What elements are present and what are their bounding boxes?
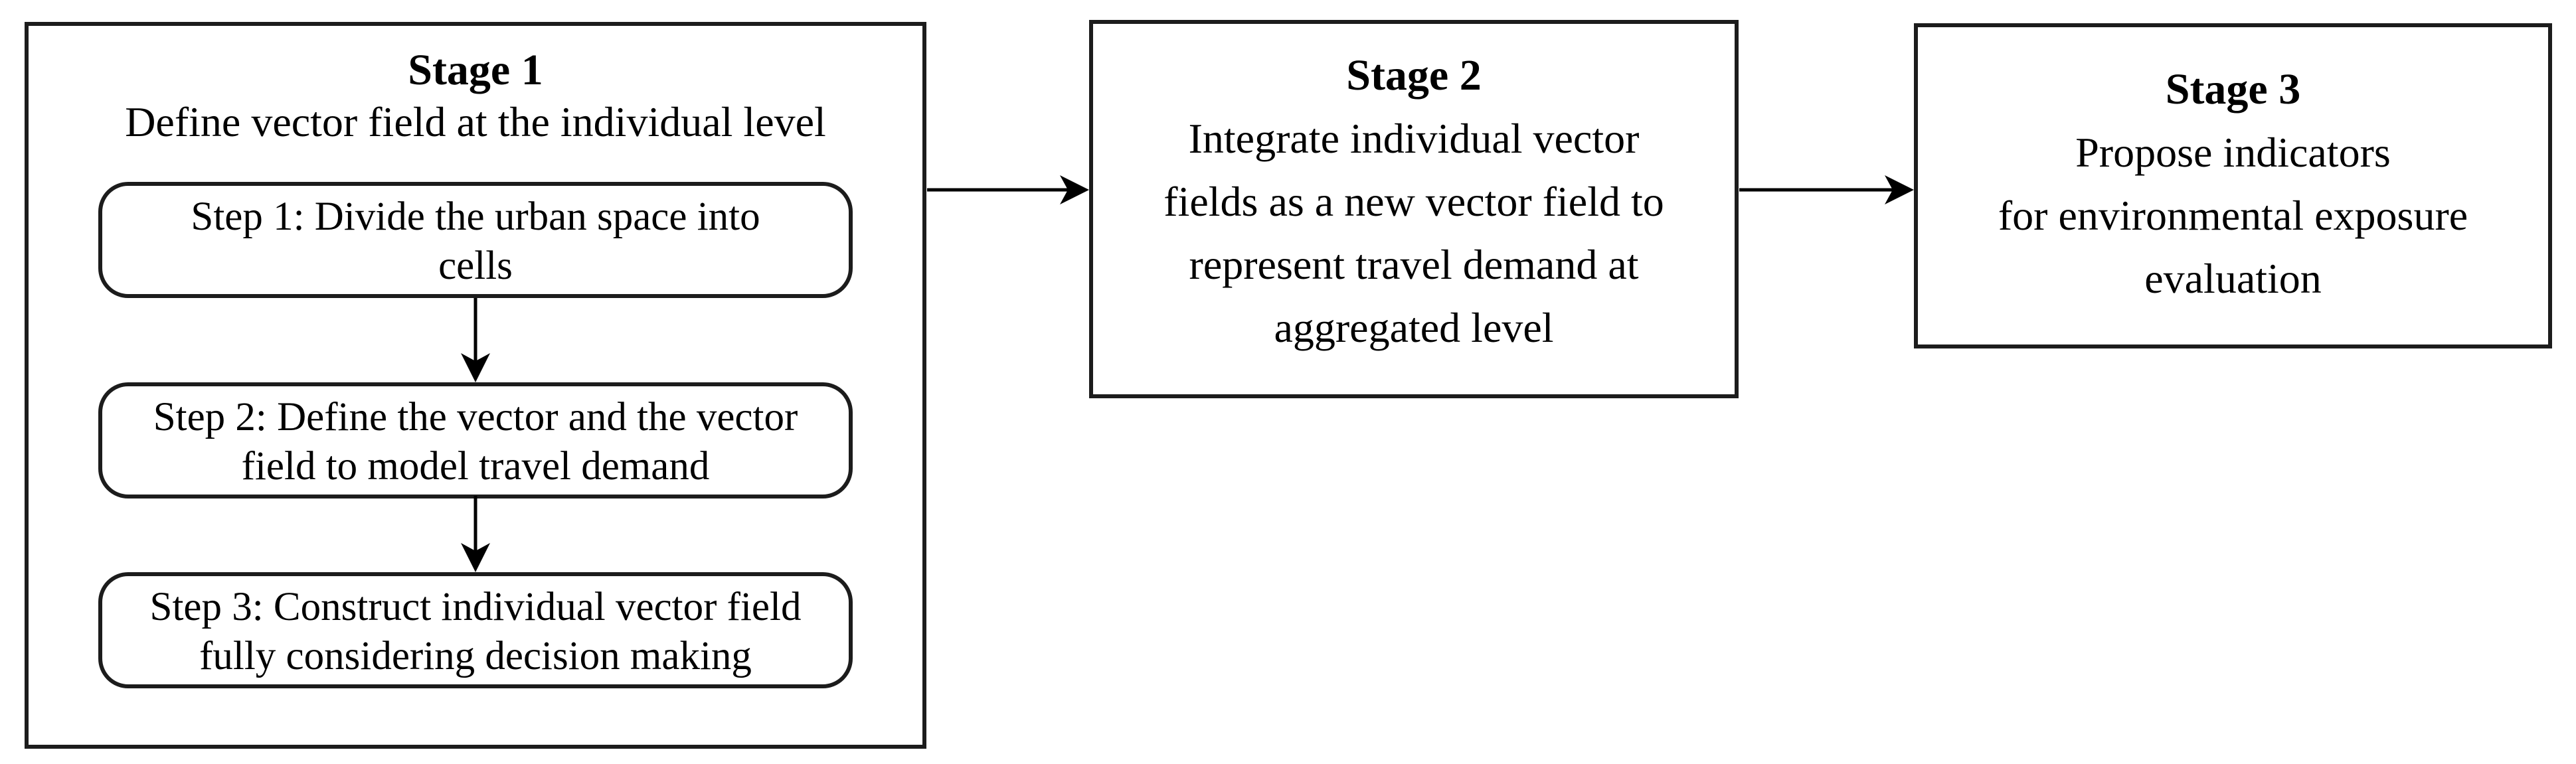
stage2-text-line4: aggregated level [1274,304,1554,351]
stage3-box: Stage 3 Propose indicators for environme… [1914,23,2552,348]
step2-box: Step 2: Define the vector and the vector… [98,382,853,498]
step1-box: Step 1: Divide the urban space into cell… [98,182,853,298]
stage1-subtitle: Define vector field at the individual le… [125,98,826,145]
step1-text-line1: Step 1: Divide the urban space into [191,194,760,239]
stage2-text-line3: represent travel demand at [1189,241,1639,288]
step3-text-line1: Step 3: Construct individual vector fiel… [149,585,802,629]
step3-box: Step 3: Construct individual vector fiel… [98,572,853,688]
step2-text-line2: field to model travel demand [241,444,710,489]
step3-text-line2: fully considering decision making [199,634,752,678]
stage1-title: Stage 1 [408,46,543,94]
stage2-text-line1: Integrate individual vector [1188,115,1640,162]
stage3-text-line2: for environmental exposure [1998,192,2468,239]
stage2-title: Stage 2 [1346,51,1482,100]
stage3-text-line3: evaluation [2144,255,2322,302]
stage2-text-line2: fields as a new vector field to [1163,178,1664,225]
step2-text-line1: Step 2: Define the vector and the vector [153,395,798,439]
step1-text-line2: cells [438,244,513,288]
arrow-stage2-to-stage3-icon [1739,175,1914,204]
stage1-box: Stage 1 Define vector field at the indiv… [25,22,926,749]
stage2-box: Stage 2 Integrate individual vector fiel… [1089,20,1739,398]
stage3-title: Stage 3 [2165,65,2301,114]
stage3-text-line1: Propose indicators [2075,129,2391,176]
arrow-stage1-to-stage2-icon [927,175,1089,204]
